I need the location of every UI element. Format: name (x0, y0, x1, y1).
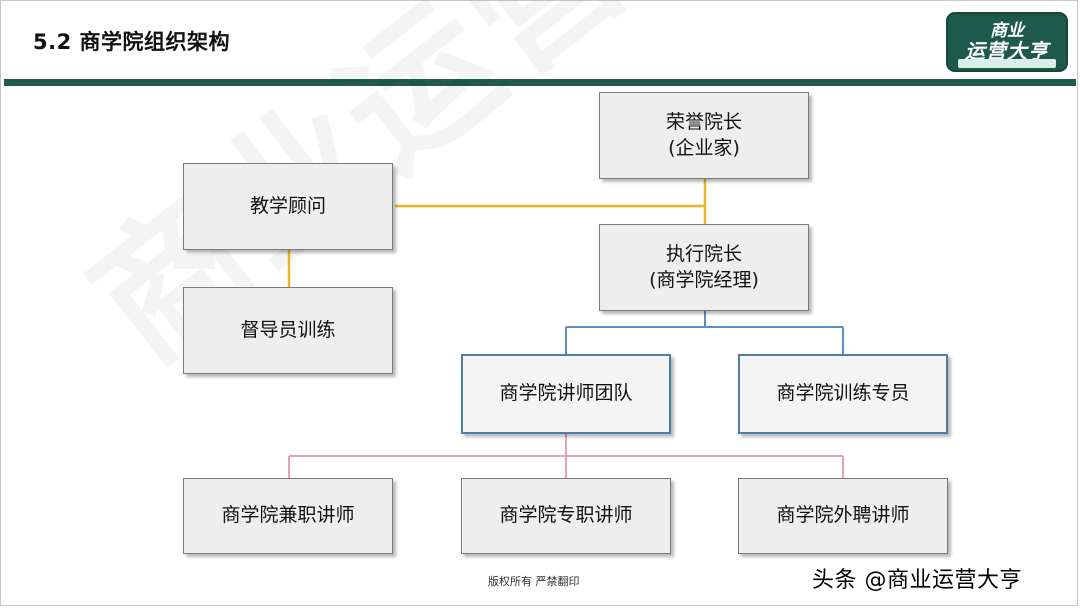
node-training-specialist-label: 商学院训练专员 (776, 382, 910, 405)
node-external-lecturer-label: 商学院外聘讲师 (776, 504, 910, 527)
slide-title: 5.2 商学院组织架构 (33, 30, 231, 54)
header-divider-bar (4, 79, 1076, 86)
node-full-time-lecturer: 商学院专职讲师 (461, 478, 671, 554)
copyright-notice: 版权所有 严禁翻印 (488, 575, 580, 588)
node-part-time-lecturer: 商学院兼职讲师 (183, 478, 393, 554)
node-training-specialist: 商学院训练专员 (738, 354, 948, 434)
brand-logo: 商业 运营大亨 (946, 12, 1068, 72)
node-external-lecturer: 商学院外聘讲师 (738, 478, 948, 554)
source-credit: 头条 @商业运营大亨 (812, 568, 1022, 593)
node-honorary-dean-title: 荣誉院长 (665, 110, 742, 133)
node-executive-dean: 执行院长 (商学院经理) (599, 224, 809, 311)
node-supervisor-training: 督导员训练 (183, 287, 393, 374)
node-teaching-advisor-label: 教学顾问 (249, 194, 326, 217)
node-honorary-dean-subtitle: (企业家) (668, 136, 740, 159)
node-executive-dean-title: 执行院长 (665, 242, 742, 265)
node-full-time-lecturer-label: 商学院专职讲师 (499, 504, 633, 527)
node-part-time-lecturer-label: 商学院兼职讲师 (221, 504, 355, 527)
node-honorary-dean: 荣誉院长 (企业家) (599, 92, 809, 179)
node-teaching-advisor: 教学顾问 (183, 163, 393, 250)
logo-tagline-strip (958, 59, 1056, 68)
node-supervisor-training-label: 督导员训练 (240, 318, 336, 341)
node-lecturer-team-label: 商学院讲师团队 (499, 382, 633, 405)
node-executive-dean-subtitle: (商学院经理) (649, 268, 759, 291)
node-lecturer-team: 商学院讲师团队 (461, 354, 671, 434)
logo-line-1: 商业 (990, 21, 1024, 41)
